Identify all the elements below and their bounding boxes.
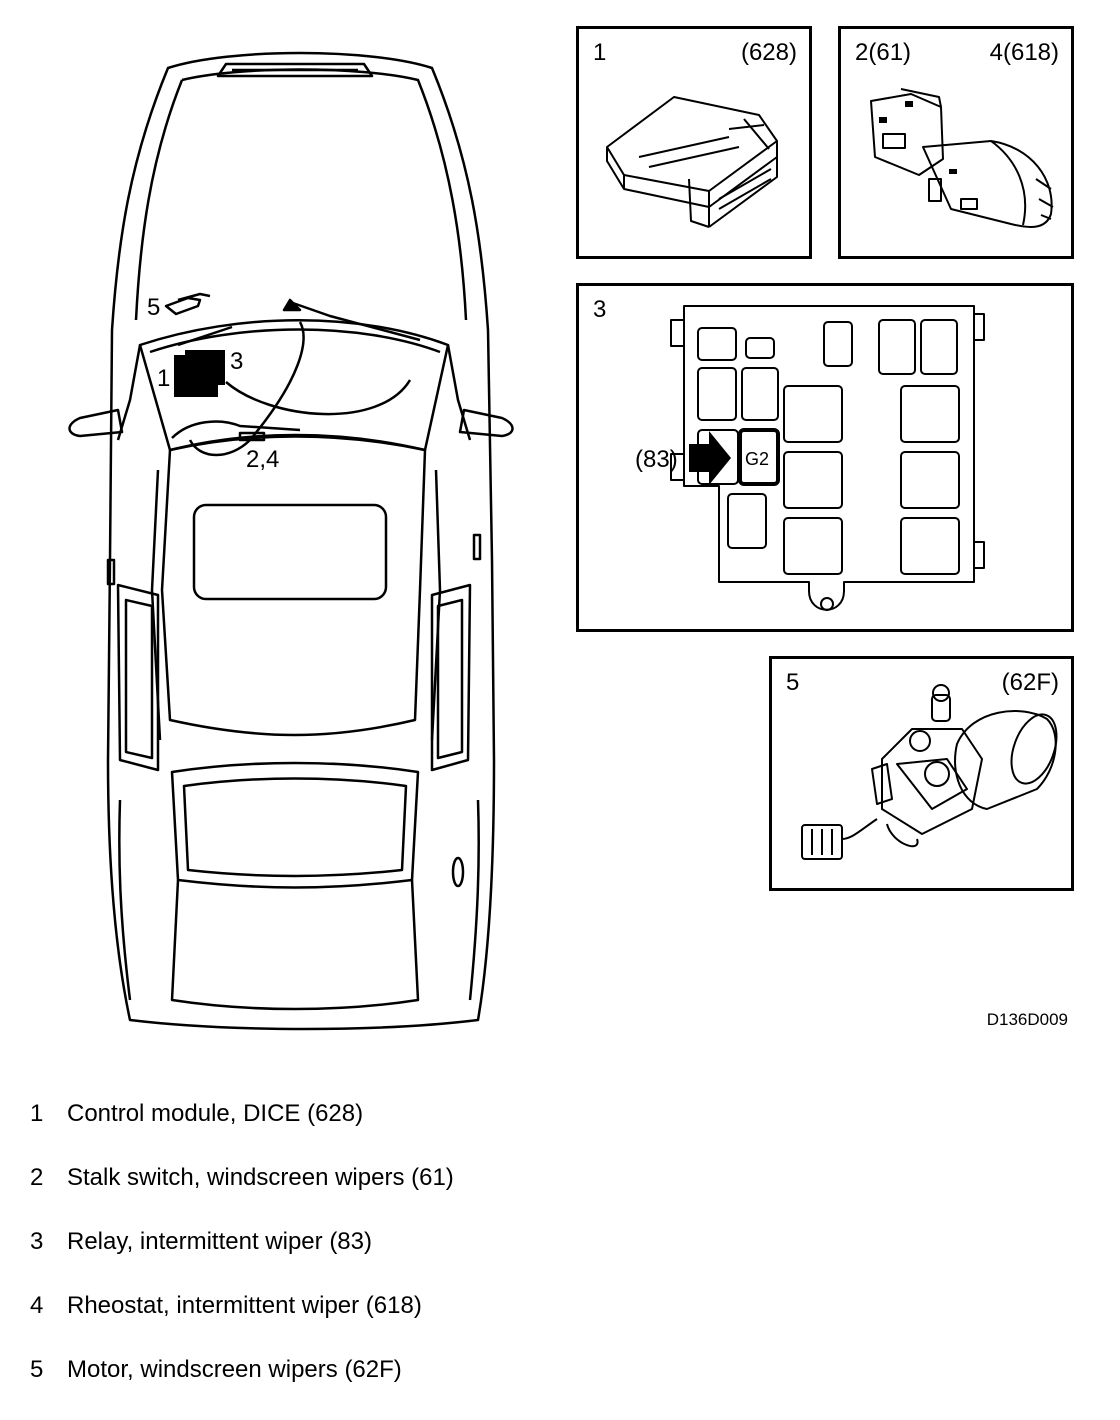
legend-text: Rheostat, intermittent wiper (618) xyxy=(67,1292,422,1319)
stalk-switch-illustration xyxy=(870,88,1054,228)
wiper-right xyxy=(289,300,421,342)
panel-control-module: 1 (628) xyxy=(576,26,812,259)
legend-text: Motor, windscreen wipers (62F) xyxy=(67,1356,402,1383)
trunk xyxy=(170,879,420,1011)
callout-3: 3 xyxy=(230,348,244,375)
roof xyxy=(160,433,427,737)
sunroof xyxy=(192,503,388,601)
hood-vent xyxy=(216,62,374,78)
legend-item: 4 Rheostat, intermittent wiper (618) xyxy=(30,1292,454,1356)
legend-item: 3 Relay, intermittent wiper (83) xyxy=(30,1228,454,1292)
legend-number: 4 xyxy=(30,1292,44,1319)
mirror-right xyxy=(458,408,514,438)
legend-item: 5 Motor, windscreen wipers (62F) xyxy=(30,1356,454,1420)
legend: 1 Control module, DICE (628) 2 Stalk swi… xyxy=(30,1100,454,1420)
legend-number: 5 xyxy=(30,1356,44,1383)
panel-4-number: 4(618) xyxy=(989,39,1059,66)
panel-stalk-switch: 2(61) 4(618) xyxy=(838,26,1074,259)
wiper-motor-illustration xyxy=(801,684,1058,860)
panel-2-number: 2(61) xyxy=(855,39,912,66)
legend-item: 1 Control module, DICE (628) xyxy=(30,1100,454,1164)
relay-g2-label: G2 xyxy=(745,449,770,469)
legend-text: Relay, intermittent wiper (83) xyxy=(67,1228,372,1255)
panel-3-number: 3 xyxy=(593,296,607,323)
legend-text: Stalk switch, windscreen wipers (61) xyxy=(67,1164,454,1191)
diagram-code: D136D009 xyxy=(986,1010,1068,1029)
panel-wiper-motor: 5 (62F) xyxy=(769,656,1074,891)
legend-number: 1 xyxy=(30,1100,44,1127)
relay-g2 xyxy=(738,428,780,486)
panel-1-number: 1 xyxy=(593,39,607,66)
panel-5-number: 5 xyxy=(786,669,800,696)
mirror-left xyxy=(68,408,124,438)
control-module-illustration xyxy=(606,96,778,228)
panel-5-code: (62F) xyxy=(1001,669,1059,696)
wiper-left xyxy=(177,325,233,347)
callout-5: 5 xyxy=(147,294,161,321)
legend-number: 2 xyxy=(30,1164,44,1191)
callout-2-4: 2,4 xyxy=(246,446,280,473)
legend-text: Control module, DICE (628) xyxy=(67,1100,364,1127)
legend-number: 3 xyxy=(30,1228,44,1255)
callout-1: 1 xyxy=(157,365,171,392)
relay-pointer-arrow xyxy=(689,431,731,485)
relay-box-illustration xyxy=(670,305,985,611)
panel-relay-box: 3 (83) xyxy=(576,283,1074,632)
legend-item: 2 Stalk switch, windscreen wipers (61) xyxy=(30,1164,454,1228)
wiper-motor-marker xyxy=(164,296,202,316)
panel-1-code: (628) xyxy=(740,39,797,66)
